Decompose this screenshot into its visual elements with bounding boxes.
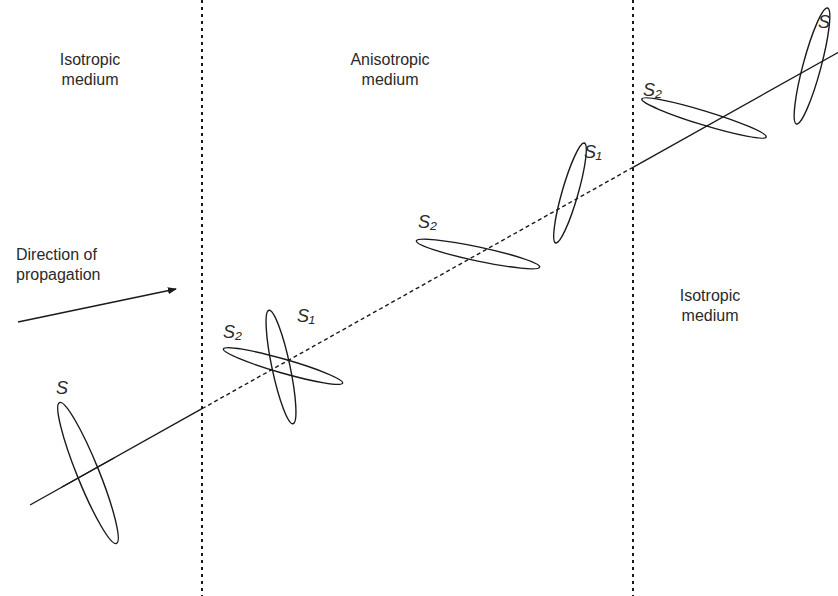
wave-label: S (56, 378, 68, 398)
wave-label: S₂ (643, 80, 662, 100)
wave-label: S₁ (297, 306, 315, 326)
direction-label: Direction of propagation (16, 245, 136, 285)
medium-label: Isotropic medium (660, 286, 760, 326)
wave-crossing (62, 458, 114, 487)
medium-label: Isotropic medium (40, 50, 140, 90)
wave-s2 (640, 92, 768, 143)
direction-arrow (18, 289, 176, 322)
wave-s1 (260, 308, 302, 425)
ray-path-dashed (202, 167, 633, 408)
wave-label: S₂ (418, 212, 437, 232)
medium-label: Anisotropic medium (330, 50, 450, 90)
ray-path (30, 409, 202, 505)
wave-s2 (415, 234, 541, 274)
wave-s2 (221, 342, 344, 390)
wave-s (788, 6, 836, 127)
wave-s (49, 398, 126, 547)
wave-label: S₂ (223, 322, 242, 342)
wave-label: S₁ (584, 142, 602, 162)
boundary-line (201, 0, 203, 596)
wave-label: S (818, 12, 830, 32)
boundary-line (632, 0, 634, 596)
